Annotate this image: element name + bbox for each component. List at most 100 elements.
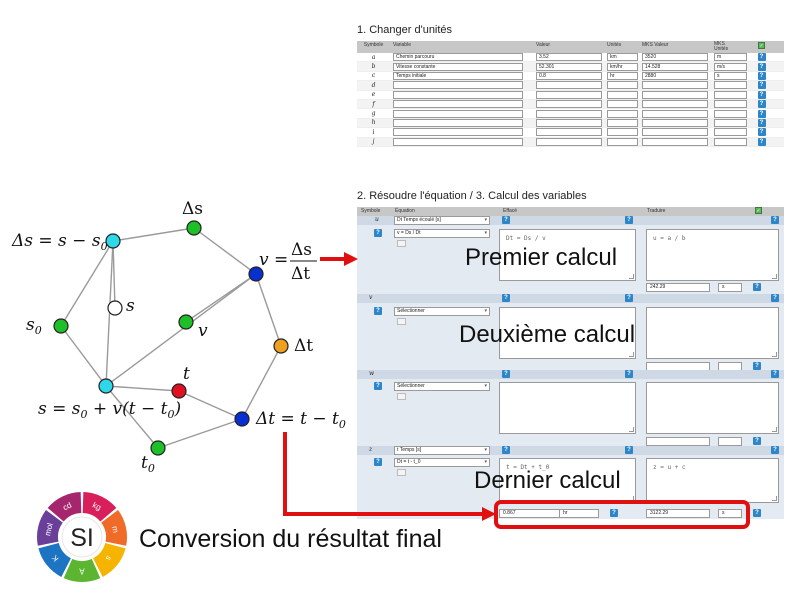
variable-input[interactable]: Temps initiale xyxy=(393,71,523,80)
traduire-textarea[interactable] xyxy=(646,382,779,434)
mks-unit-field[interactable]: s xyxy=(714,71,747,80)
help-icon[interactable]: ? xyxy=(753,509,761,517)
value-input[interactable] xyxy=(536,100,602,109)
mks-value-field[interactable]: 14.528 xyxy=(642,62,708,71)
help-icon[interactable]: ? xyxy=(374,382,382,390)
help-icon[interactable]: ? xyxy=(502,216,510,224)
help-icon[interactable]: ? xyxy=(502,294,510,302)
help-icon[interactable]: ? xyxy=(757,71,766,80)
traduire-textarea[interactable] xyxy=(646,307,779,359)
mks-unit-field[interactable]: m xyxy=(714,53,747,62)
help-icon[interactable]: ? xyxy=(625,370,633,378)
help-icon[interactable]: ? xyxy=(757,90,766,99)
equation-select[interactable]: Sélectionner▾ xyxy=(394,307,490,316)
effacé-textarea[interactable] xyxy=(499,382,636,434)
traduire-textarea[interactable]: u = a / b xyxy=(646,229,779,281)
option-toggle[interactable] xyxy=(397,318,406,325)
help-icon[interactable]: ? xyxy=(757,100,766,109)
variable-select[interactable]: t Temps [s]▾ xyxy=(394,446,490,455)
help-icon[interactable]: ? xyxy=(757,137,766,146)
value-input[interactable] xyxy=(536,90,602,99)
variable-input[interactable] xyxy=(393,90,523,99)
effacé-textarea[interactable] xyxy=(499,307,636,359)
value-input[interactable]: 3.52 xyxy=(536,53,602,62)
result-unit-field[interactable]: s xyxy=(718,283,742,292)
mks-value-field[interactable]: 3520 xyxy=(642,53,708,62)
value-input[interactable] xyxy=(536,109,602,118)
unit-input[interactable]: km xyxy=(607,53,638,62)
help-icon[interactable]: ? xyxy=(757,109,766,118)
unit-input[interactable] xyxy=(607,109,638,118)
value-input[interactable] xyxy=(536,128,602,137)
equation-select[interactable]: v = Ds / Dt▾ xyxy=(394,229,490,238)
unit-input[interactable] xyxy=(607,137,638,146)
mks-value-field[interactable] xyxy=(642,100,708,109)
mks-unit-field[interactable] xyxy=(714,100,747,109)
help-icon[interactable]: ? xyxy=(625,216,633,224)
mks-value-field[interactable] xyxy=(642,137,708,146)
help-icon[interactable]: ? xyxy=(753,283,761,291)
result-value-field[interactable]: 242.29 xyxy=(646,283,710,292)
unit-input[interactable] xyxy=(607,118,638,127)
value-input[interactable] xyxy=(536,137,602,146)
mks-unit-field[interactable] xyxy=(714,90,747,99)
mks-value-field[interactable] xyxy=(642,81,708,90)
value-input[interactable]: 0.8 xyxy=(536,71,602,80)
help-icon[interactable]: ? xyxy=(757,62,766,71)
result-mks-value-field[interactable]: 3122.29 xyxy=(646,509,710,518)
help-icon[interactable]: ? xyxy=(771,216,779,224)
help-icon[interactable]: ? xyxy=(502,370,510,378)
help-icon[interactable]: ? xyxy=(753,362,761,370)
help-icon[interactable]: ? xyxy=(757,53,766,62)
help-icon[interactable]: ? xyxy=(771,446,779,454)
help-icon[interactable]: ? xyxy=(374,458,382,466)
equation-select[interactable]: Sélectionner▾ xyxy=(394,382,490,391)
check-icon[interactable]: ✓ xyxy=(758,42,765,49)
mks-value-field[interactable] xyxy=(642,109,708,118)
mks-unit-field[interactable] xyxy=(714,118,747,127)
help-icon[interactable]: ? xyxy=(753,437,761,445)
result-value-field[interactable] xyxy=(646,437,710,446)
option-toggle[interactable] xyxy=(397,393,406,400)
value-input[interactable] xyxy=(536,118,602,127)
unit-input[interactable] xyxy=(607,90,638,99)
effacé-textarea[interactable]: Dt = Ds / v xyxy=(499,229,636,281)
mks-value-field[interactable] xyxy=(642,118,708,127)
result-unit-field[interactable]: hr xyxy=(559,509,599,518)
variable-input[interactable]: Chemin parcouru xyxy=(393,53,523,62)
mks-unit-field[interactable] xyxy=(714,81,747,90)
help-icon[interactable]: ? xyxy=(757,81,766,90)
mks-value-field[interactable] xyxy=(642,90,708,99)
mks-value-field[interactable]: 2880 xyxy=(642,71,708,80)
value-input[interactable]: 52.301 xyxy=(536,62,602,71)
variable-input[interactable] xyxy=(393,109,523,118)
value-input[interactable] xyxy=(536,81,602,90)
help-icon[interactable]: ? xyxy=(610,509,618,517)
check-icon[interactable]: ✓ xyxy=(755,207,762,214)
variable-input[interactable] xyxy=(393,128,523,137)
help-icon[interactable]: ? xyxy=(625,446,633,454)
mks-unit-field[interactable] xyxy=(714,128,747,137)
unit-input[interactable]: km/hr xyxy=(607,62,638,71)
variable-input[interactable] xyxy=(393,118,523,127)
mks-unit-field[interactable] xyxy=(714,109,747,118)
option-toggle[interactable] xyxy=(397,469,406,476)
help-icon[interactable]: ? xyxy=(502,446,510,454)
mks-unit-field[interactable]: m/s xyxy=(714,62,747,71)
variable-input[interactable]: Vitesse constante xyxy=(393,62,523,71)
variable-input[interactable] xyxy=(393,81,523,90)
help-icon[interactable]: ? xyxy=(374,229,382,237)
help-icon[interactable]: ? xyxy=(757,118,766,127)
unit-input[interactable]: hr xyxy=(607,71,638,80)
traduire-textarea[interactable]: z = u + c xyxy=(646,458,779,503)
option-toggle[interactable] xyxy=(397,240,406,247)
equation-select[interactable]: Dt = t - t_0▾ xyxy=(394,458,490,467)
mks-value-field[interactable] xyxy=(642,128,708,137)
unit-input[interactable] xyxy=(607,81,638,90)
mks-unit-field[interactable] xyxy=(714,137,747,146)
unit-input[interactable] xyxy=(607,100,638,109)
help-icon[interactable]: ? xyxy=(771,370,779,378)
effacé-textarea[interactable]: t = Dt + t_0 xyxy=(499,458,636,503)
help-icon[interactable]: ? xyxy=(771,294,779,302)
result-unit-field[interactable] xyxy=(718,437,742,446)
